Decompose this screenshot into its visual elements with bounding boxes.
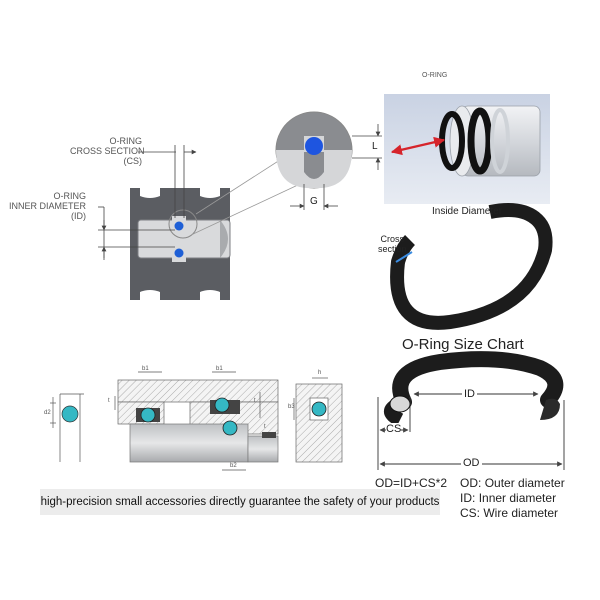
oring-photo-panel — [384, 94, 550, 204]
cross-section-line2: section — [378, 244, 407, 254]
tech-b2: b2 — [230, 463, 237, 469]
tech-h: h — [318, 370, 322, 376]
left-dimension-lines — [98, 145, 197, 260]
tech-d2: d2 — [44, 410, 51, 416]
housing-cross-section — [130, 157, 301, 300]
zoom-dimension-lines — [290, 124, 382, 210]
legend-id-abbr: ID: — [460, 491, 476, 505]
legend-id: ID: Inner diameter — [460, 491, 565, 506]
legend-od: OD: Outer diameter — [460, 476, 565, 491]
size-chart-title: O-Ring Size Chart — [402, 336, 524, 353]
size-chart-ring — [377, 351, 565, 470]
seal-top — [174, 221, 184, 231]
photo-oring-2 — [467, 107, 493, 175]
dim-g-label: G — [310, 196, 318, 207]
oring-id-line1: O-RING — [53, 191, 87, 201]
tech-t1: t — [108, 398, 110, 404]
tech-drawing-assembly — [114, 371, 279, 471]
oring-id-line3: (ID) — [71, 211, 86, 221]
seal-bottom — [174, 248, 184, 258]
chart-id-label: ID — [462, 388, 477, 400]
oring-cs-line3: (CS) — [123, 156, 143, 166]
chart-cs-label: CS — [386, 423, 402, 435]
oring-id-line2: INNER DIAMETER — [8, 201, 86, 211]
dim-l-label: L — [372, 141, 378, 152]
cross-section-label: Cross section — [378, 234, 407, 254]
legend-cs-abbr: CS: — [460, 506, 481, 520]
legend-cs: CS: Wire diameter — [460, 506, 565, 521]
tech-b1b: b1 — [216, 366, 223, 372]
cross-section-line1: Cross — [380, 234, 405, 244]
legend-cs-desc: Wire diameter — [483, 506, 559, 520]
oring-id-label: O-RING INNER DIAMETER (ID) — [2, 191, 86, 221]
legend-od-desc: Outer diameter — [484, 476, 565, 490]
zoom-detail — [275, 111, 353, 189]
safety-banner: high-precision small accessories directl… — [40, 489, 440, 515]
legend-id-desc: Inner diameter — [478, 491, 557, 505]
oring-cs-label: O-RING CROSS SECTION (CS) — [70, 136, 145, 166]
oring-cs-line2: CROSS SECTION — [70, 146, 145, 156]
chart-od-label: OD — [461, 457, 482, 469]
zoom-seal — [305, 137, 323, 155]
formula: OD=ID+CS*2 — [375, 476, 448, 490]
tech-drawing-rod-seal — [293, 377, 343, 463]
tech-b1a: b1 — [142, 366, 149, 372]
tech-drawing-cs — [50, 393, 84, 462]
legend: OD: Outer diameter ID: Inner diameter CS… — [460, 476, 565, 521]
photo-title: O-RING — [422, 72, 448, 79]
inside-diameter-arrow — [390, 136, 446, 156]
inside-diameter-label: Inside Diameter — [432, 206, 503, 217]
legend-od-abbr: OD: — [460, 476, 482, 490]
oring-cs-line1: O-RING — [109, 136, 143, 146]
detail-circle — [168, 209, 198, 239]
tech-t3: t — [264, 424, 266, 430]
black-oring — [390, 203, 553, 330]
tech-t2: t — [254, 398, 256, 404]
tech-b3: b3 — [288, 404, 295, 410]
